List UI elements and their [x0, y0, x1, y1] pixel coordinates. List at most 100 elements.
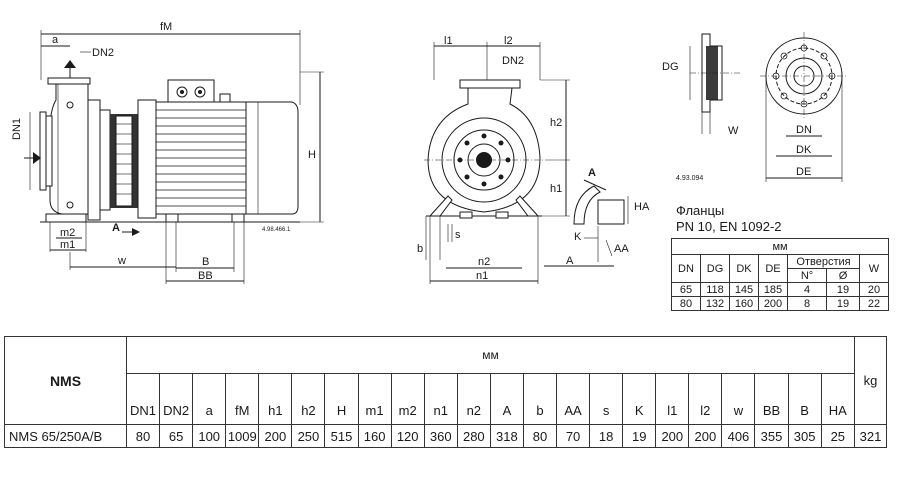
flange-header-dk: DK [729, 254, 759, 283]
table-row: NMS 65/250A/B 80 65 100 1009 200 250 515… [4, 424, 887, 448]
column-header: DN1 [125, 373, 161, 425]
flange-cell: 132 [700, 296, 730, 311]
flange-row: 80 132 160 200 8 19 22 [671, 296, 889, 311]
flange-header-de: DE [758, 254, 788, 283]
technical-drawing: fM a DN2 DN1 [11, 21, 848, 284]
detail-a-top-label: A [588, 167, 596, 179]
flange-title-block: Фланцы PN 10, EN 1092-2 [676, 203, 782, 235]
value-cell: 19 [622, 424, 657, 448]
value-cell: 406 [721, 424, 756, 448]
flange-cell: 20 [859, 282, 889, 297]
value-cell: 100 [192, 424, 227, 448]
dim-dn2-label: DN2 [92, 47, 114, 59]
flange-header-holes-d: Ø [826, 268, 860, 283]
dim-h2-label: h2 [550, 117, 562, 129]
flange-header-holes: Отверстия [787, 254, 860, 269]
unit-kg-header: kg [854, 336, 887, 425]
front-view: l1 l2 DN2 h2 h1 b [417, 35, 570, 284]
dim-s-label: s [455, 229, 461, 241]
view-a-arrow-icon [132, 228, 140, 236]
dim-dg-label: DG [662, 61, 679, 73]
column-header: s [589, 373, 624, 425]
dim-m2-label: m2 [60, 227, 75, 239]
value-cell: 355 [754, 424, 789, 448]
flange-cell: 8 [787, 296, 827, 311]
column-header: B [787, 373, 822, 425]
dim-a-bottom-label: A [566, 255, 574, 267]
flange-cell: 145 [729, 282, 759, 297]
flange-drawings: DG W 4.93.094 DN DK DE [662, 32, 848, 182]
dim-dn1-label: DN1 [11, 118, 23, 140]
dim-dn-label: DN [796, 124, 812, 136]
value-cell: 318 [489, 424, 524, 448]
dim-a-label: a [52, 34, 59, 46]
value-cell: 200 [258, 424, 293, 448]
dim-bb-label: BB [198, 270, 213, 282]
flange-cell: 80 [671, 296, 701, 311]
dim-n2-label: n2 [478, 256, 490, 268]
column-header: fM [225, 373, 260, 425]
dim-aa-label: AA [614, 243, 629, 255]
dim-w-flange-label: W [728, 125, 739, 137]
flange-header-dg: DG [700, 254, 730, 283]
value-cell: 200 [688, 424, 723, 448]
value-cell: 250 [291, 424, 326, 448]
value-cell: 80 [522, 424, 558, 448]
flange-drawing-ref: 4.93.094 [676, 175, 703, 182]
value-cell: 65 [159, 424, 194, 448]
value-cell: 70 [556, 424, 591, 448]
flange-title: Фланцы [676, 203, 725, 218]
column-header: A [489, 373, 524, 425]
column-header: l1 [655, 373, 690, 425]
flange-cell: 185 [758, 282, 788, 297]
column-header: DN2 [159, 373, 194, 425]
column-header: K [622, 373, 657, 425]
weight-cell: 321 [854, 424, 887, 448]
dim-l2-label: l2 [504, 35, 513, 47]
value-cell: 80 [125, 424, 161, 448]
flange-cell: 118 [700, 282, 730, 297]
value-cell: 360 [423, 424, 458, 448]
side-view: fM a DN2 DN1 [11, 21, 324, 284]
flange-cell: 19 [826, 296, 860, 311]
column-header: a [192, 373, 227, 425]
flange-subtitle: PN 10, EN 1092-2 [676, 219, 782, 234]
discharge-arrow-icon [64, 60, 76, 68]
column-header: h2 [291, 373, 326, 425]
flange-cell: 19 [826, 282, 860, 297]
dim-l1-label: l1 [444, 35, 453, 47]
value-cell: 120 [390, 424, 425, 448]
detail-a: A HA K AA A [544, 167, 650, 267]
dim-w-label: w [117, 255, 126, 267]
dimensions-table: NMS мм kg DN1 DN2 a fM h1 h2 H m1 m2 n1 … [4, 336, 887, 448]
value-cell: 305 [787, 424, 822, 448]
dim-b-front-label: b [417, 243, 423, 255]
value-cell: 25 [820, 424, 856, 448]
value-cell: 1009 [225, 424, 260, 448]
dim-b-label: B [202, 256, 209, 268]
column-header: H [324, 373, 359, 425]
value-cell: 18 [589, 424, 624, 448]
model-header: NMS [4, 336, 127, 425]
flange-table: мм DN DG DK DE Отверстия W N° Ø 65 118 1… [671, 238, 889, 311]
flange-header-w: W [859, 254, 889, 283]
flange-row: 65 118 145 185 4 19 20 [671, 282, 889, 297]
view-a-label-side: A [112, 222, 120, 234]
dim-dn2-front-label: DN2 [502, 55, 524, 67]
column-header: n1 [423, 373, 458, 425]
value-cell: 160 [357, 424, 392, 448]
flange-cell: 4 [787, 282, 827, 297]
value-cell: 515 [324, 424, 359, 448]
dim-h1-label: h1 [550, 183, 562, 195]
dim-n1-label: n1 [476, 270, 488, 282]
column-header: w [721, 373, 756, 425]
flange-header-dn: DN [671, 254, 701, 283]
column-header: h1 [258, 373, 293, 425]
dim-h-label: H [308, 149, 316, 161]
column-header: m2 [390, 373, 425, 425]
unit-mm-header: мм [126, 336, 855, 374]
dim-fm-label: fM [160, 21, 172, 33]
model-name: NMS 65/250A/B [4, 424, 127, 448]
dim-ha-label: HA [634, 201, 650, 213]
column-header: b [522, 373, 558, 425]
